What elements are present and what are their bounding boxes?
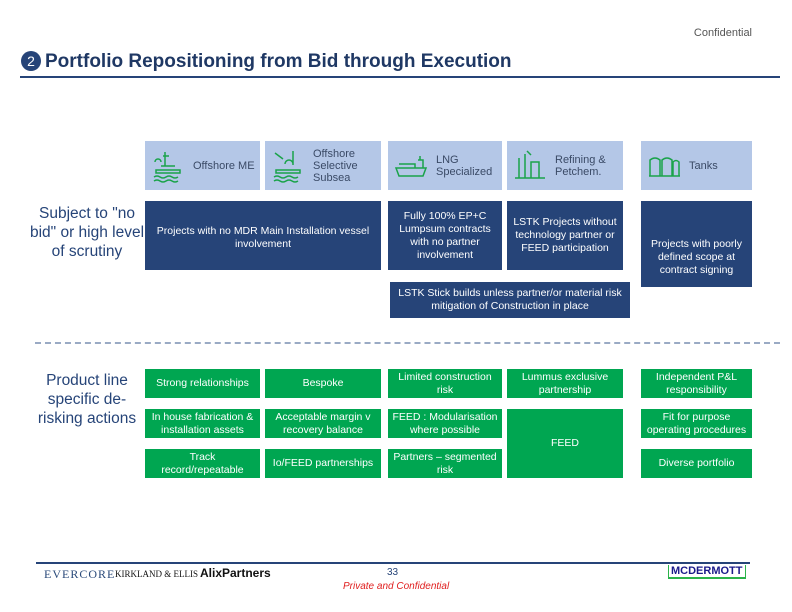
category-offshore-me: Offshore ME (145, 141, 260, 190)
scrutiny-box: LSTK Stick builds unless partner/or mate… (390, 282, 630, 318)
category-label: Tanks (689, 159, 718, 172)
action-box: Bespoke (265, 369, 381, 398)
action-box: Fit for purpose operating procedures (641, 409, 752, 438)
action-box: Diverse portfolio (641, 449, 752, 478)
actions-label: Product line specific de-risking actions (37, 372, 137, 427)
action-box: Lummus exclusive partnership (507, 369, 623, 398)
action-box: In house fabrication & installation asse… (145, 409, 260, 438)
page-number: 33 (387, 567, 399, 578)
category-offshore-subsea: Offshore Selective Subsea (265, 141, 381, 190)
section-badge: 2 (21, 51, 41, 71)
scrutiny-box: Projects with no MDR Main Installation v… (145, 201, 381, 270)
confidential-label: Confidential (693, 27, 752, 39)
action-box: Acceptable margin v recovery balance (265, 409, 381, 438)
category-lng: LNG Specialized (388, 141, 502, 190)
footer-rule (36, 562, 750, 564)
subsea-crane-icon (273, 150, 301, 183)
action-box: Io/FEED partnerships (265, 449, 381, 478)
category-label: Refining & Petchem. (555, 153, 606, 178)
action-box: Track record/repeatable (145, 449, 260, 478)
offshore-platform-icon (153, 151, 181, 183)
category-label: Offshore ME (193, 159, 255, 172)
action-box: FEED : Modularisation where possible (388, 409, 502, 438)
kirkland-logo: KIRKLAND & ELLIS (115, 569, 198, 579)
action-box: FEED (507, 409, 623, 478)
mcdermott-logo: MCDERMOTT (668, 565, 746, 579)
private-note: Private and Confidential (343, 581, 450, 592)
category-tanks: Tanks (641, 141, 752, 190)
scrutiny-label: Subject to "no bid" or high level of scr… (29, 205, 145, 260)
divider (35, 342, 780, 344)
action-box: Limited construction risk (388, 369, 502, 398)
action-box: Strong relationships (145, 369, 260, 398)
scrutiny-box: Fully 100% EP+C Lumpsum contracts with n… (388, 201, 502, 270)
category-label: LNG Specialized (436, 153, 493, 178)
page-title: Portfolio Repositioning from Bid through… (45, 51, 512, 72)
title-rule (20, 76, 780, 78)
action-box: Partners – segmented risk (388, 449, 502, 478)
action-box: Independent P&L responsibility (641, 369, 752, 398)
category-label: Offshore Selective Subsea (313, 147, 358, 184)
alixpartners-logo: AlixPartners (200, 566, 271, 580)
lng-ship-icon (394, 155, 428, 177)
scrutiny-box: LSTK Projects without technology partner… (507, 201, 623, 270)
tanks-icon (649, 156, 680, 177)
evercore-logo: EVERCORE (44, 567, 116, 581)
refinery-icon (515, 149, 545, 179)
scrutiny-box: Projects with poorly defined scope at co… (641, 201, 752, 287)
category-refining: Refining & Petchem. (507, 141, 623, 190)
